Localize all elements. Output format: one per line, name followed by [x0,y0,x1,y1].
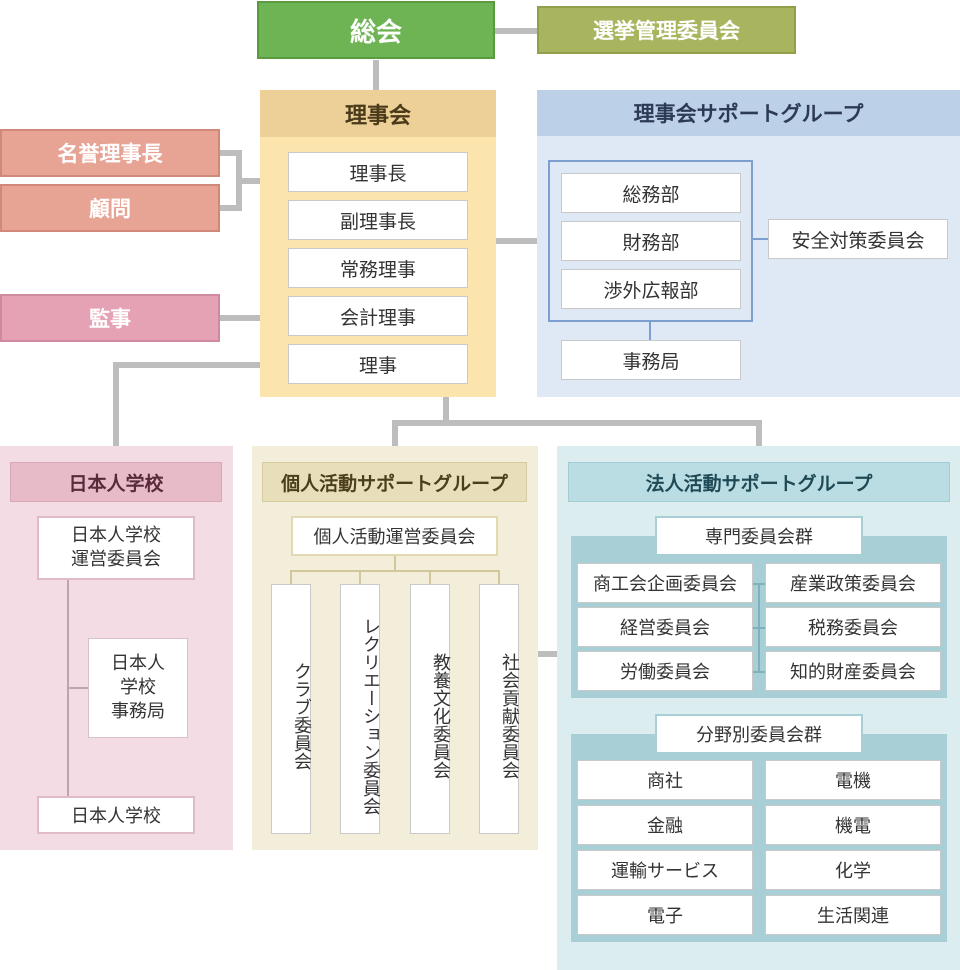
sector-right-item: 化学 [765,850,941,890]
board-title: 理事会 [260,90,496,137]
connector [392,420,398,446]
recreation-committee-box: レクリエーション委員会 [340,584,381,834]
specialized-right-item: 産業政策委員会 [765,563,941,603]
culture-committee-box: 教養文化委員会 [410,584,451,834]
specialized-left-item: 労働委員会 [577,651,753,691]
board-member-chairman: 理事長 [288,152,468,192]
dept-finance: 財務部 [561,221,741,261]
school-management-committee: 日本人学校 運営委員会 [37,516,195,580]
election-committee-box: 選挙管理委員会 [537,6,796,54]
connector [113,362,119,446]
sector-right-item: 機電 [765,805,941,845]
sector-group-title: 分野別委員会群 [655,714,863,754]
connector [429,570,431,584]
connector [758,583,760,673]
connector [113,362,260,368]
connector [373,60,379,90]
advisor-box: 顧問 [0,184,220,232]
school-office: 日本人 学校 事務局 [88,638,188,738]
sector-right-item: 生活関連 [765,895,941,935]
board-member-vice-chairman: 副理事長 [288,200,468,240]
auditor-box: 監事 [0,294,220,342]
sector-left-item: 商社 [577,760,753,800]
specialized-left-item: 経営委員会 [577,607,753,647]
connector [220,205,240,211]
safety-committee-box: 安全対策委員会 [768,219,948,259]
dept-general-affairs: 総務部 [561,173,741,213]
connector [649,322,651,340]
connector [394,556,396,570]
connector [290,570,500,572]
departments-frame [548,160,753,322]
sector-right-item: 電機 [765,760,941,800]
connector [392,420,762,426]
sector-left-item: 金融 [577,805,753,845]
specialized-left-item: 商工会企画委員会 [577,563,753,603]
connector [220,150,240,156]
connector [236,178,260,184]
japanese-school-box: 日本人学校 [37,796,195,834]
connector [359,570,361,584]
dept-public-relations: 渉外広報部 [561,269,741,309]
connector [290,570,292,584]
club-committee-box: クラブ委員会 [271,584,312,834]
personal-committee-box: 個人活動運営委員会 [291,516,498,556]
personal-title: 個人活動サポートグループ [262,462,527,502]
connector [443,397,449,423]
connector [756,420,762,446]
specialized-right-item: 税務委員会 [765,607,941,647]
social-contribution-committee-box: 社会貢献委員会 [479,584,520,834]
board-member-director: 理事 [288,344,468,384]
specialized-group-title: 専門委員会群 [655,516,863,556]
board-member-treasurer: 会計理事 [288,296,468,336]
connector [496,238,537,244]
honorary-chairman-box: 名誉理事長 [0,129,220,177]
sector-left-item: 電子 [577,895,753,935]
connector [220,315,260,321]
general-assembly-box: 総会 [257,1,495,59]
connector [753,238,769,240]
connector [538,651,557,657]
connector [67,687,89,689]
secretariat-box: 事務局 [561,340,741,380]
connector [498,570,500,584]
board-member-executive-director: 常務理事 [288,248,468,288]
specialized-right-item: 知的財産委員会 [765,651,941,691]
corporate-title: 法人活動サポートグループ [568,462,950,502]
school-title: 日本人学校 [10,462,222,502]
board-support-title: 理事会サポートグループ [537,90,960,136]
sector-left-item: 運輸サービス [577,850,753,890]
connector [494,28,538,34]
